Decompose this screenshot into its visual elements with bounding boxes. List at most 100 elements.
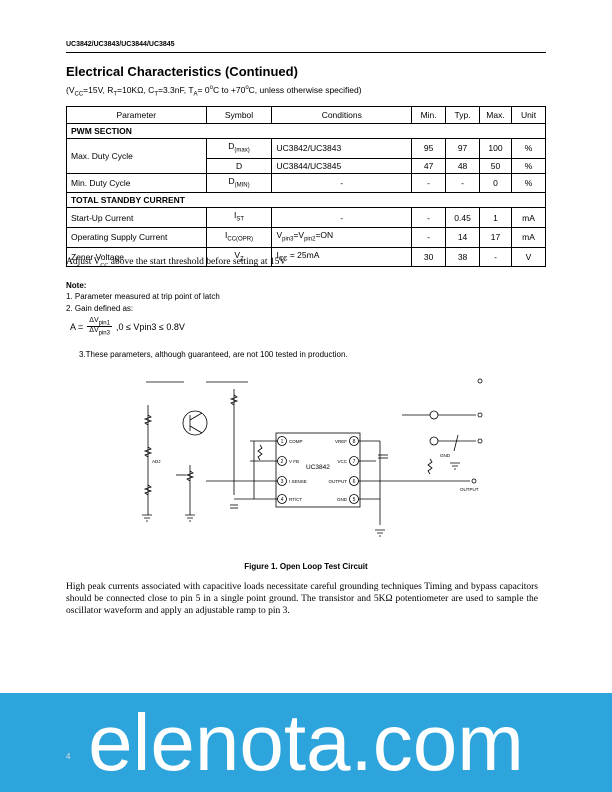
max-cell: 17 — [479, 227, 512, 248]
symbol-cell: D(MIN) — [205, 172, 273, 194]
figure-caption: Figure 1. Open Loop Test Circuit — [244, 562, 368, 571]
notes-heading: Note: — [66, 281, 87, 290]
formula-lhs: A = — [70, 321, 84, 332]
unit-cell: % — [511, 138, 546, 159]
note-1: 1. Parameter measured at trip point of l… — [66, 292, 220, 301]
watermark-text: elenota.com — [88, 698, 524, 787]
gnd-label: GND — [440, 453, 451, 458]
column-header: Conditions — [271, 106, 413, 124]
watermark-band — [0, 693, 612, 792]
header-divider — [66, 52, 546, 53]
body-paragraph: High peak currents associated with capac… — [66, 582, 538, 616]
symbol-cell: D(max) — [205, 138, 273, 159]
column-header: Typ. — [445, 106, 481, 124]
column-header: Min. — [411, 106, 447, 124]
min-cell: 47 — [411, 157, 447, 174]
max-cell: 1 — [479, 207, 512, 229]
adjust-note: Adjust VCC above the start threshold bef… — [66, 257, 287, 269]
table-row: Zener Voltage VZ ICC = 25mA 30 38 - V — [66, 246, 546, 268]
pin-number: 7 — [353, 459, 356, 465]
pin-number: 1 — [281, 439, 284, 445]
typ-cell: 48 — [445, 157, 481, 174]
symbol-cell: IST — [205, 207, 273, 229]
pin-label: OUTPUT — [329, 479, 348, 484]
condition-cell: UC3844/UC3845 — [271, 157, 413, 174]
section-label: TOTAL STANDBY CURRENT — [66, 192, 546, 209]
table-row: D UC3844/UC3845 47 48 50 % — [67, 157, 546, 174]
min-cell: 30 — [411, 246, 447, 268]
max-cell: 100 — [479, 138, 512, 159]
formula-fraction: ΔVpin1 ΔVpin3 — [87, 317, 112, 337]
symbol-cell: ICC(OPR) — [205, 227, 273, 248]
pin-number: 6 — [353, 479, 356, 485]
max-cell: 0 — [479, 172, 512, 194]
column-header: Parameter — [66, 106, 207, 124]
typ-cell: 97 — [445, 138, 481, 159]
adj-label: ADJ — [152, 459, 161, 464]
section-row-pwm: PWM SECTION — [66, 123, 546, 139]
max-cell: - — [479, 246, 512, 268]
param-cell: Operating Supply Current — [66, 227, 207, 248]
condition-cell: Vpin3=Vpin2=ON — [271, 227, 413, 248]
typ-cell: - — [445, 172, 481, 194]
pin-label: V FB — [289, 459, 299, 464]
table-row: Min. Duty Cycle D(MIN) - - - 0 % — [66, 172, 546, 194]
note-3: 3.These parameters, although guaranteed,… — [79, 350, 348, 359]
min-cell: - — [411, 227, 447, 248]
chip-label: UC3842 — [306, 464, 330, 471]
min-cell: - — [411, 207, 447, 229]
pin-number: 2 — [281, 459, 284, 465]
symbol-cell: D — [205, 157, 273, 174]
pin-number: 3 — [281, 479, 284, 485]
param-cell: Max. Duty Cycle — [66, 138, 207, 174]
condition-cell: ICC = 25mA — [271, 246, 413, 268]
unit-cell: V — [511, 246, 546, 268]
section-title: Electrical Characteristics (Continued) — [66, 64, 298, 79]
param-cell: Start-Up Current — [66, 207, 207, 229]
typ-cell: 14 — [445, 227, 481, 248]
condition-cell: - — [271, 207, 413, 229]
gain-formula: A = ΔVpin1 ΔVpin3 ,0 ≤ Vpin3 ≤ 0.8V — [70, 317, 185, 337]
min-cell: 95 — [411, 138, 447, 159]
param-cell: Min. Duty Cycle — [66, 172, 207, 194]
pin-label: RT/CT — [289, 497, 302, 502]
typ-cell: 38 — [445, 246, 481, 268]
table-row: Operating Supply Current ICC(OPR) Vpin3=… — [66, 227, 546, 248]
section-label: PWM SECTION — [66, 123, 546, 139]
typ-cell: 0.45 — [445, 207, 481, 229]
pin-label: COMP — [289, 439, 303, 444]
column-header: Max. — [479, 106, 512, 124]
column-header: Unit — [511, 106, 546, 124]
table-row: Max. Duty Cycle D(max) UC3842/UC3843 95 … — [66, 138, 546, 174]
test-conditions: (VCC=15V, RT=10KΩ, CT=3.3nF, TA= 0oC to … — [66, 85, 362, 98]
pin-number: 8 — [353, 439, 356, 445]
unit-cell: mA — [511, 227, 546, 248]
pin-label: VREF — [335, 439, 347, 444]
note-2: 2. Gain defined as: — [66, 304, 134, 313]
min-cell: - — [411, 172, 447, 194]
open-loop-test-circuit: 1 2 3 4 8 7 6 5 COMP V FB I SENSE RT/CT … — [142, 378, 483, 537]
section-row-standby: TOTAL STANDBY CURRENT — [66, 192, 546, 209]
unit-cell: % — [511, 157, 546, 174]
table-row: Start-Up Current IST - - 0.45 1 mA — [66, 207, 546, 229]
pin-label: I SENSE — [289, 479, 307, 484]
table-header-row: Parameter Symbol Conditions Min. Typ. Ma… — [66, 106, 546, 124]
param-cell: Zener Voltage — [66, 246, 207, 268]
condition-cell: - — [271, 172, 413, 194]
column-header: Symbol — [205, 106, 273, 124]
unit-cell: mA — [511, 207, 546, 229]
page-number: 4 — [66, 752, 71, 761]
condition-cell: UC3842/UC3843 — [271, 138, 413, 159]
formula-numerator: ΔVpin1 — [87, 317, 112, 328]
unit-cell: % — [511, 172, 546, 194]
electrical-characteristics-table: Parameter Symbol Conditions Min. Typ. Ma… — [66, 106, 546, 268]
header-part-numbers: UC3842/UC3843/UC3844/UC3845 — [66, 41, 175, 48]
pin-label: GND — [337, 497, 348, 502]
pin-label: VCC — [337, 459, 347, 464]
output-label: OUTPUT — [460, 487, 479, 492]
max-cell: 50 — [479, 157, 512, 174]
formula-rhs: ,0 ≤ Vpin3 ≤ 0.8V — [115, 321, 185, 332]
formula-denominator: ΔVpin3 — [89, 327, 110, 337]
symbol-cell: VZ — [205, 246, 273, 268]
pin-number: 4 — [281, 497, 284, 503]
